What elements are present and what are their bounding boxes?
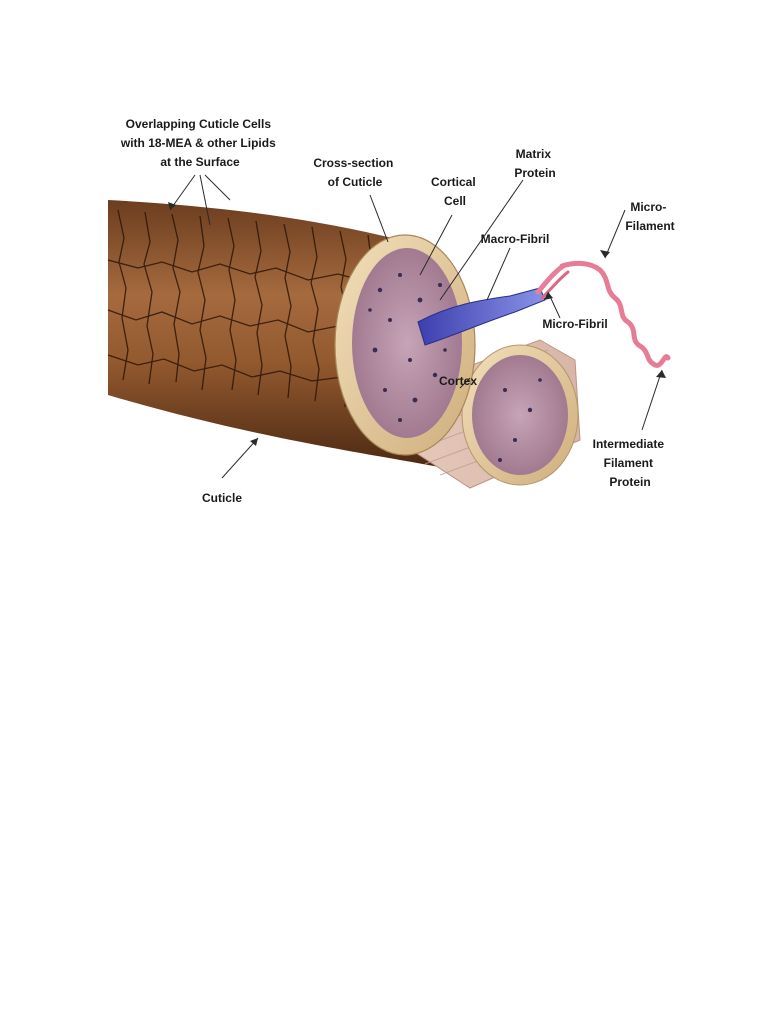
cortex-slice [348, 339, 581, 489]
leader-lines [168, 174, 666, 479]
label-intermediate-filament: Intermediate Filament Protein [593, 437, 668, 489]
label-cuticle: Cuticle [202, 491, 242, 505]
label-cross-section: Cross-section of Cuticle [313, 156, 396, 189]
cross-section [334, 234, 542, 462]
label-cortical-cell: Cortical Cell [431, 175, 479, 208]
macro-fibril [417, 287, 546, 346]
label-micro-fibril: Micro-Fibril [542, 317, 607, 331]
label-cortex: Cortex [439, 374, 477, 388]
label-micro-filament: Micro- Filament [625, 200, 674, 233]
micro-filament [559, 260, 671, 368]
label-macro-fibril: Macro-Fibril [481, 232, 550, 246]
label-matrix-protein: Matrix Protein [514, 147, 555, 180]
label-overlapping-cuticle: Overlapping Cuticle Cells with 18-MEA & … [120, 117, 279, 169]
labels: Overlapping Cuticle Cells with 18-MEA & … [120, 117, 675, 505]
